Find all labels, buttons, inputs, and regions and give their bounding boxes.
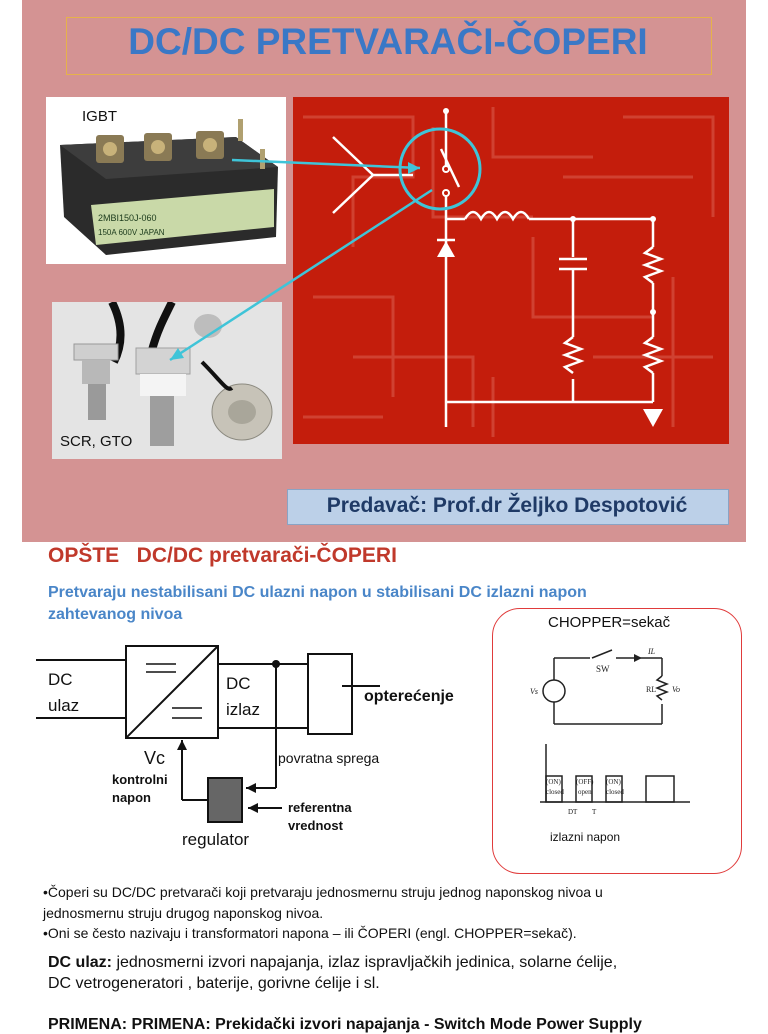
off-state-label: (OFF) [576,778,594,786]
load-label: opterećenje [364,688,454,705]
dc-input-paragraph-2: DC vetrogeneratori , baterije, gorivne ć… [48,975,380,992]
scr-gto-photo [52,300,282,459]
application-line: PRIMENA: PRIMENA: Prekidački izvori napa… [48,1016,642,1033]
on-state-label-2: (ON) [606,778,621,786]
bullet-line-3: •Oni se često nazivaju i transformatori … [43,925,577,941]
scr-gto-label: SCR, GTO [60,433,133,450]
bullet-line-2: jednosmernu struju drugog naponskog nivo… [43,905,324,921]
tick-t: T [592,808,597,816]
dc-output-label-2: izlaz [226,700,261,719]
inductor-current-label: IL [647,647,656,656]
bullet-line-1: •Čoperi su DC/DC pretvarači koji pretvar… [43,884,603,900]
load-resistor-label: RL [646,685,656,694]
control-voltage-label-1: kontrolni [112,772,168,787]
pointer-arrows [169,158,433,362]
chopper-title: CHOPPER=sekač [548,614,671,631]
section-title: OPŠTE DC/DC pretvarači-ČOPERI [48,544,397,567]
on-state-sub-2: closed [606,788,624,796]
igbt-module-photo: 2MBI150J-060 150A 600V JAPAN [46,97,286,264]
module-marking: 2MBI150J-060 [98,213,157,223]
source-voltage-label: Vs [530,687,538,696]
off-state-sub: open [578,788,592,796]
lecturer-name: Predavač: Prof.dr Željko Despotović [326,494,688,517]
output-voltage-label: Vo [672,685,680,694]
on-state-label-1: (ON) [546,778,561,786]
converter-block-diagram [36,645,380,823]
dc-input-label-1: DC [48,670,73,689]
switch-label: SW [596,664,610,674]
reference-label-1: referentna [288,800,352,815]
reference-label-2: vrednost [288,818,343,833]
module-rating: 150A 600V JAPAN [98,228,165,237]
intro-text-line-1: Pretvaraju nestabilisani DC ulazni napon… [48,584,587,601]
on-state-sub-1: closed [546,788,564,796]
chopper-schematic: SW IL RL Vo Vs (ON) closed (OFF) open (O… [530,647,690,816]
intro-text-line-2: zahtevanog nivoa [48,606,183,623]
dc-input-text-1: jednosmerni izvori napajanja, izlaz ispr… [112,954,618,971]
slide-title: DC/DC PRETVARAČI-ČOPERI [128,21,648,62]
dc-input-paragraph-1: DC ulaz: jednosmerni izvori napajanja, i… [48,954,617,972]
lecturer-banner [287,489,729,525]
vc-label: Vc [144,748,166,768]
control-voltage-label-2: napon [112,790,151,805]
feedback-label: povratna sprega [278,750,380,766]
output-voltage-caption: izlazni napon [550,830,621,844]
title-frame [66,17,712,75]
chopper-circuit-illustration [293,97,729,444]
tick-dt: DT [568,808,578,816]
dc-input-heading: DC ulaz: [48,954,112,971]
igbt-label: IGBT [82,108,118,125]
dc-input-label-2: ulaz [48,696,80,715]
regulator-label: regulator [182,830,250,849]
chopper-panel [492,608,742,874]
dc-output-label-1: DC [226,674,251,693]
